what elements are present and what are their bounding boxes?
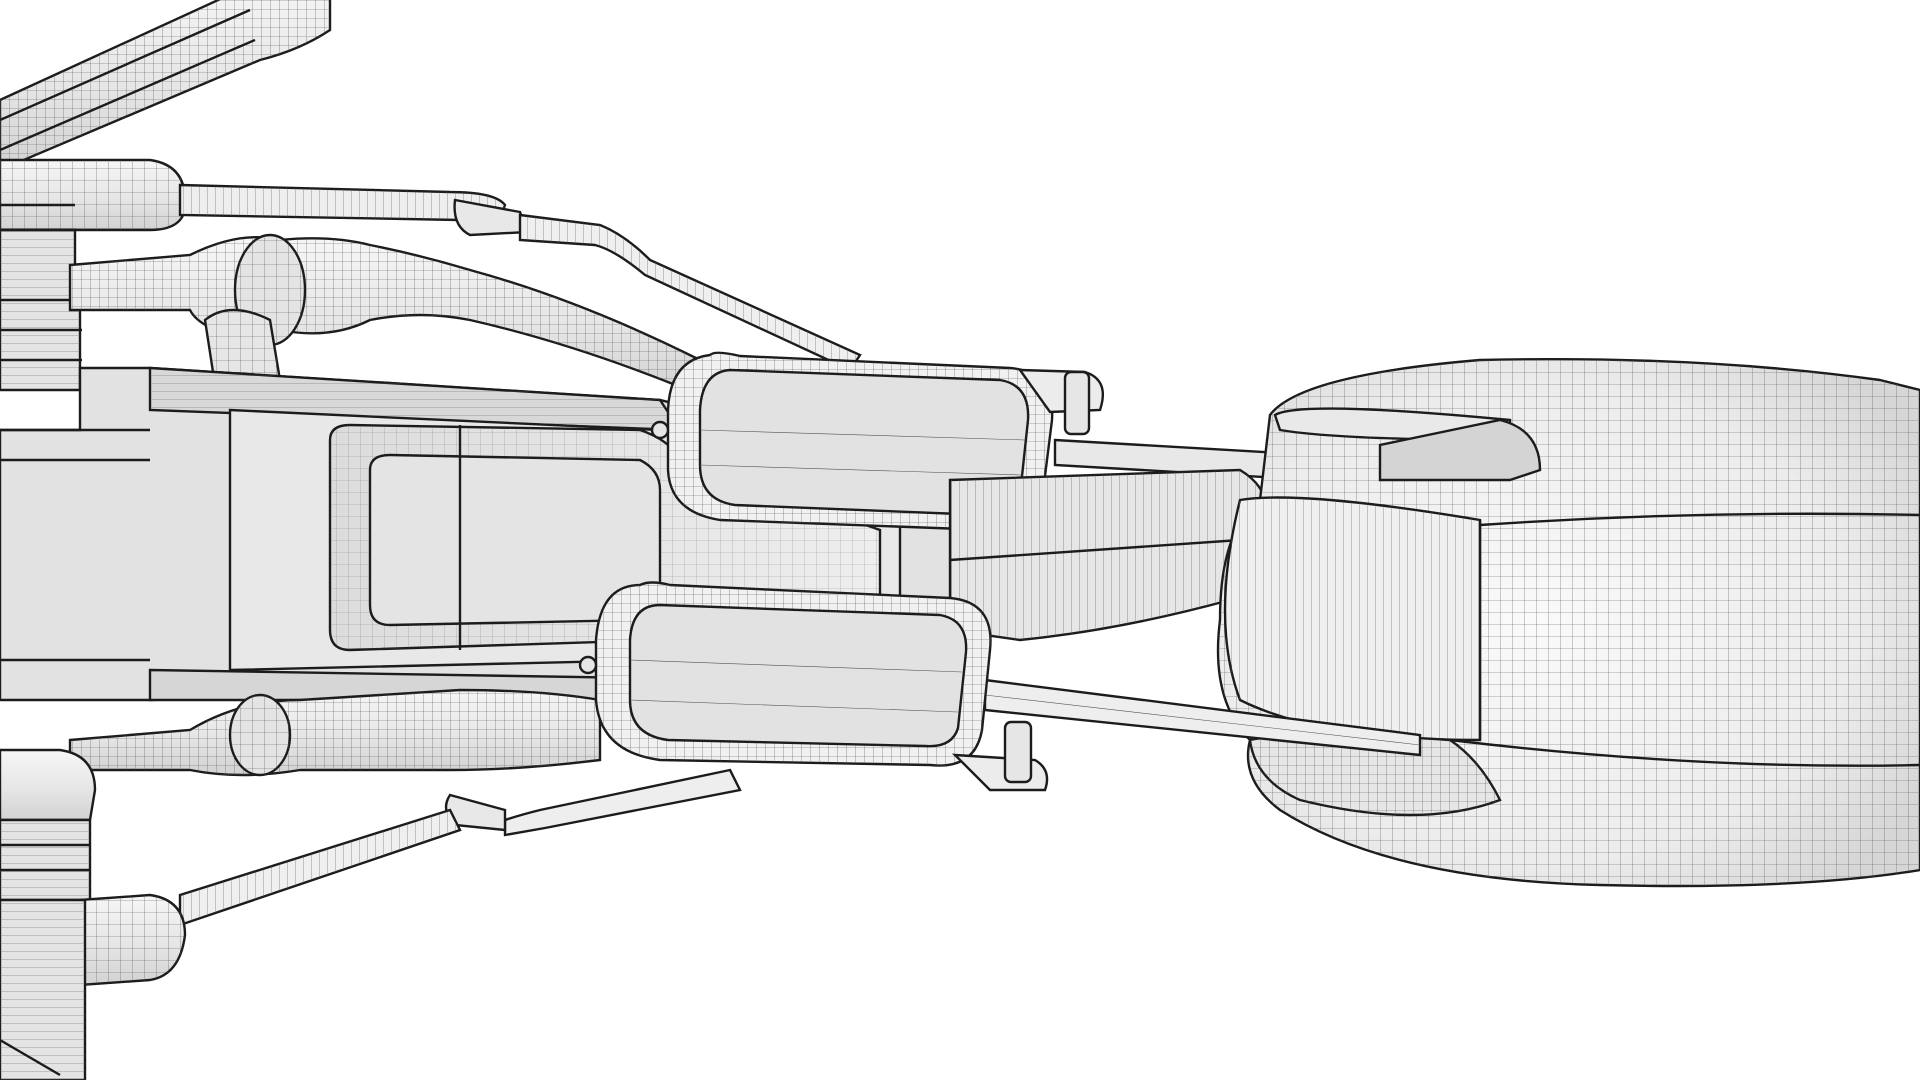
upper-linkage-rod [178, 183, 862, 372]
upper-curved-tube [68, 233, 702, 397]
center-beam [948, 468, 1268, 642]
lower-pedal-bracket [951, 720, 1049, 792]
lower-pedal [578, 581, 992, 767]
lower-curved-tube [68, 688, 602, 777]
flywheel-housing [1216, 357, 1920, 888]
upper-handle-arm [0, 0, 332, 172]
upper-pivot-block [0, 158, 187, 392]
lower-pivot-block [0, 748, 187, 1080]
lower-linkage-rod [178, 768, 742, 927]
upper-pedal-bracket [1017, 368, 1317, 482]
